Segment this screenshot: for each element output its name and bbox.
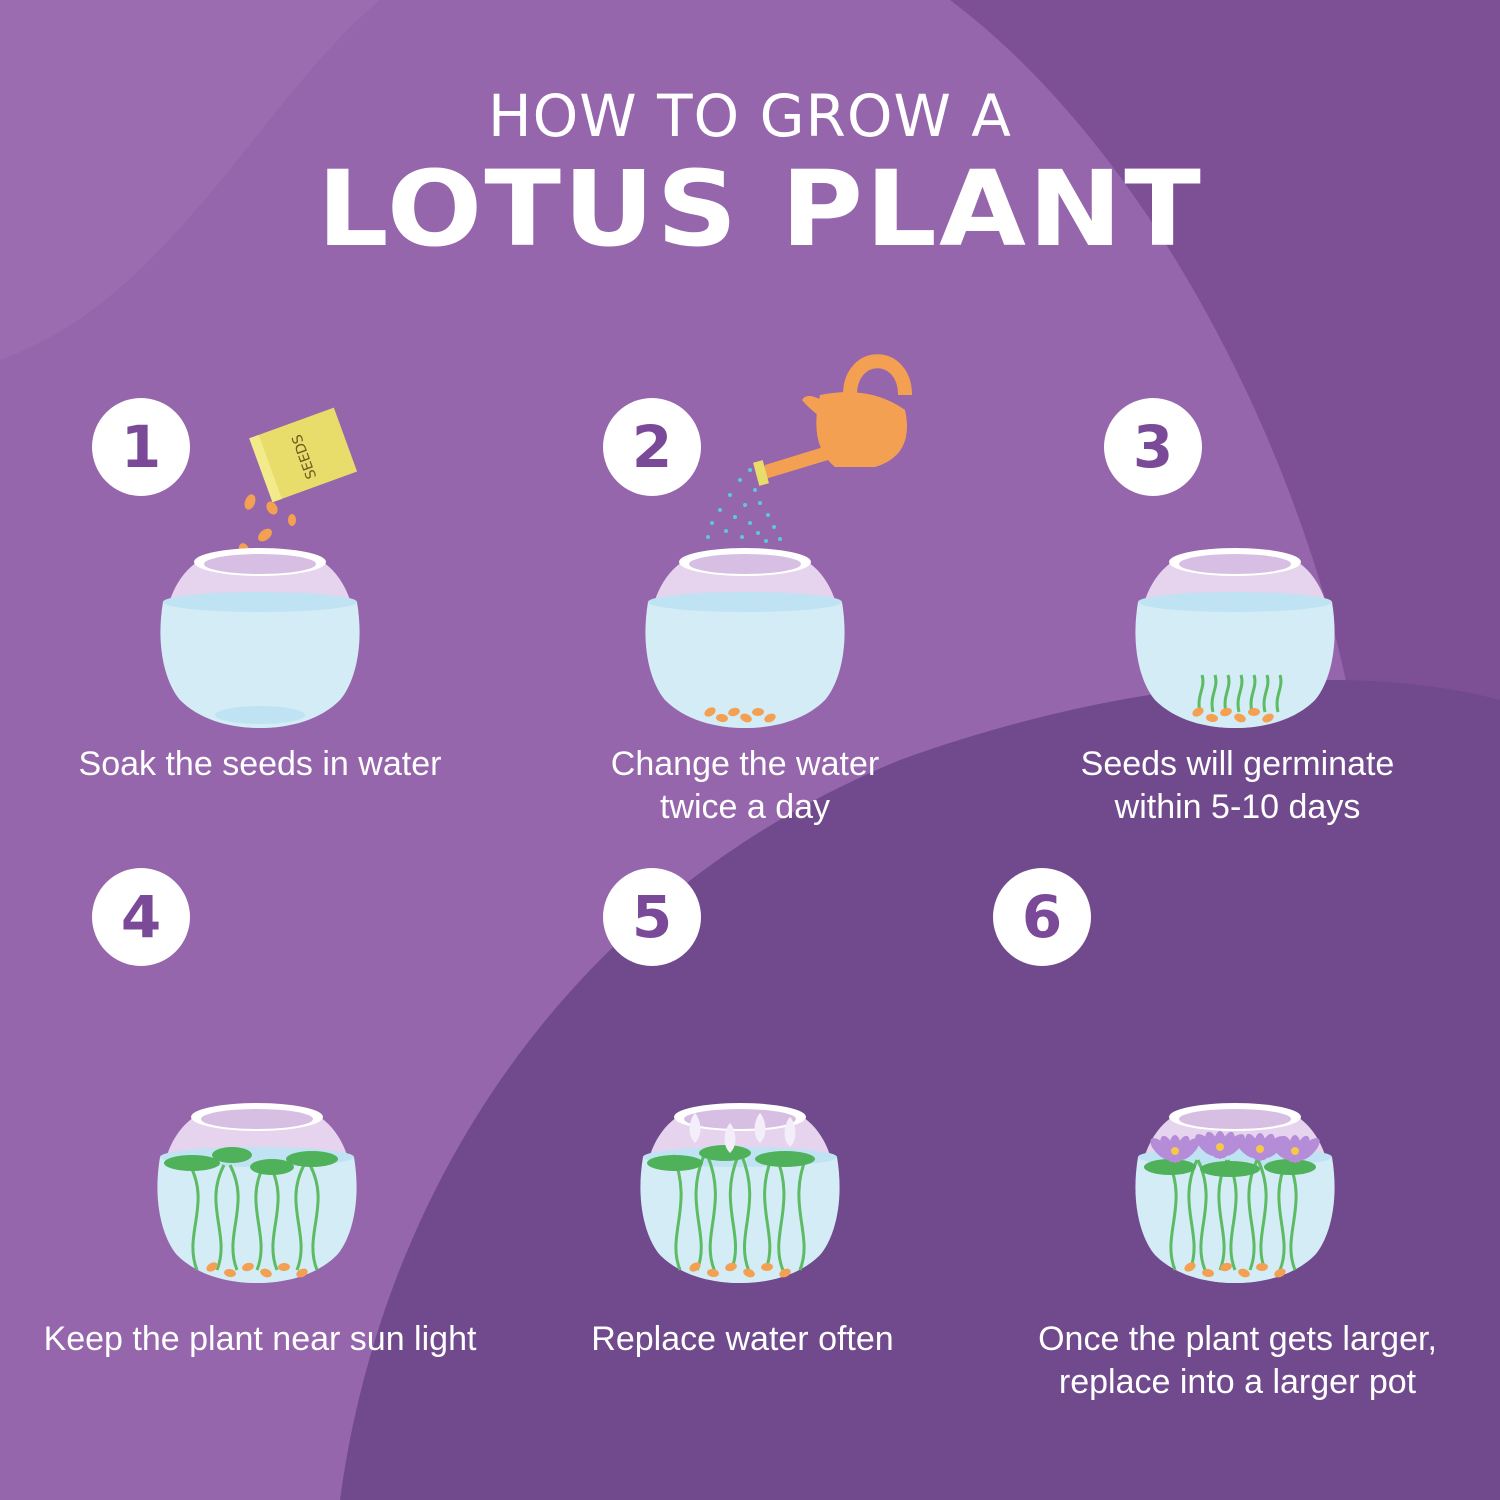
step-3-number: 3: [1104, 398, 1202, 496]
step-2-number: 2: [603, 398, 701, 496]
step-5-caption: Replace water often: [591, 1320, 894, 1358]
step-6-caption: Once the plant gets larger, replace into…: [1038, 1320, 1437, 1401]
step-6-number: 6: [993, 868, 1091, 966]
glass-bowl-icon: [1135, 1103, 1335, 1283]
seed-packet-icon: SEEDS: [238, 407, 358, 557]
step-2-caption: Change the water twice a day: [610, 745, 880, 826]
step-1-caption: Soak the seeds in water: [78, 745, 442, 783]
step-5-number: 5: [603, 868, 701, 966]
step-1-number: 1: [92, 398, 190, 496]
glass-bowl-icon: [645, 548, 845, 728]
watering-can-icon: [706, 354, 912, 543]
glass-bowl-icon: [157, 1103, 357, 1283]
step-4-number: 4: [92, 868, 190, 966]
title-line-2: LOTUS PLANT: [316, 148, 1204, 270]
glass-bowl-icon: [160, 548, 360, 728]
step-3-caption: Seeds will germinate within 5-10 days: [1080, 745, 1395, 826]
step-4-caption: Keep the plant near sun light: [43, 1320, 477, 1358]
glass-bowl-icon: [640, 1103, 840, 1283]
glass-bowl-icon: [1135, 548, 1335, 728]
title-line-1: HOW TO GROW A: [488, 82, 1012, 150]
